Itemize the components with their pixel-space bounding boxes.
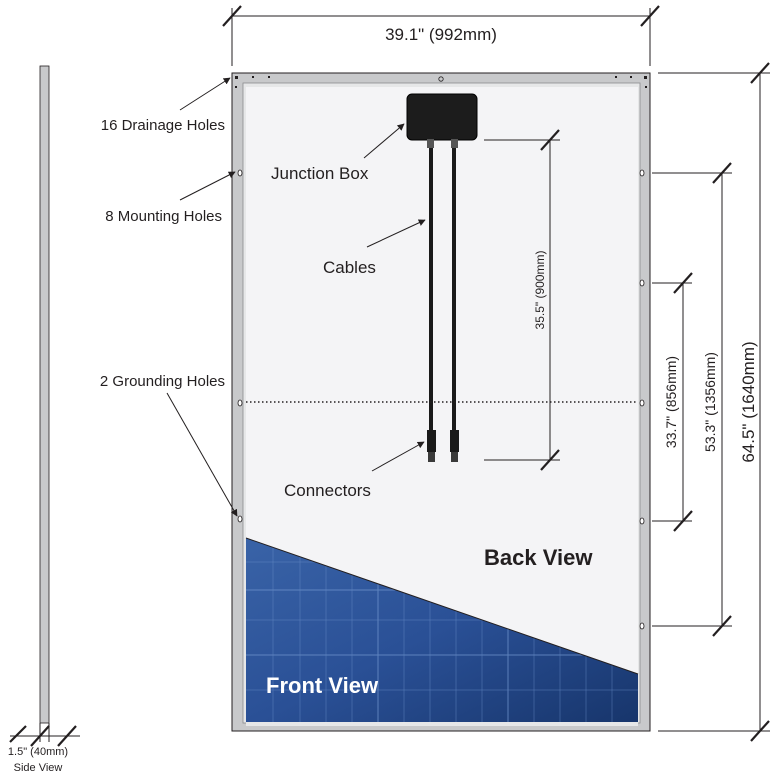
- drainage-arrow: [179, 77, 231, 111]
- side-view-label: Side View: [14, 762, 63, 774]
- drainage-holes: [235, 76, 647, 88]
- mounting-holes: [237, 169, 645, 630]
- grounding-hole: [237, 515, 243, 523]
- grounding-arrow: [166, 392, 238, 517]
- cable-gland-right: [451, 139, 458, 148]
- mounting-arrow: [179, 171, 236, 201]
- top-center-hole: [438, 76, 444, 82]
- outer-spacing-label: 53.3" (1356mm): [702, 352, 718, 452]
- width-label: 39.1" (992mm): [385, 25, 497, 44]
- view-split-edge: [245, 537, 639, 675]
- connector-left: [427, 430, 436, 462]
- frame-bottom-strip: [246, 722, 638, 726]
- side-view-bar: [39, 65, 50, 724]
- cables-arrow: [366, 219, 426, 248]
- thickness-label: 1.5" (40mm): [8, 746, 68, 758]
- inner-spacing-label: 33.7" (856mm): [663, 356, 679, 448]
- drainage-label: 16 Drainage Holes: [101, 117, 225, 134]
- mounting-label: 8 Mounting Holes: [105, 208, 222, 225]
- cable-gland-left: [427, 139, 434, 148]
- connectors-label: Connectors: [284, 481, 371, 500]
- connector-right: [450, 430, 459, 462]
- back-view-label: Back View: [484, 545, 593, 570]
- cables-label: Cables: [323, 258, 376, 277]
- connectors-arrow: [371, 441, 425, 472]
- junction-box: [406, 93, 478, 141]
- junction-arrow: [363, 123, 405, 159]
- dimension-ticks: [9, 5, 770, 747]
- junction-label: Junction Box: [271, 164, 369, 183]
- cable-length-label: 35.5" (900mm): [533, 251, 547, 330]
- grounding-label: 2 Grounding Holes: [100, 373, 225, 390]
- front-view-label: Front View: [266, 673, 379, 698]
- height-label: 64.5" (1640mm): [739, 341, 758, 462]
